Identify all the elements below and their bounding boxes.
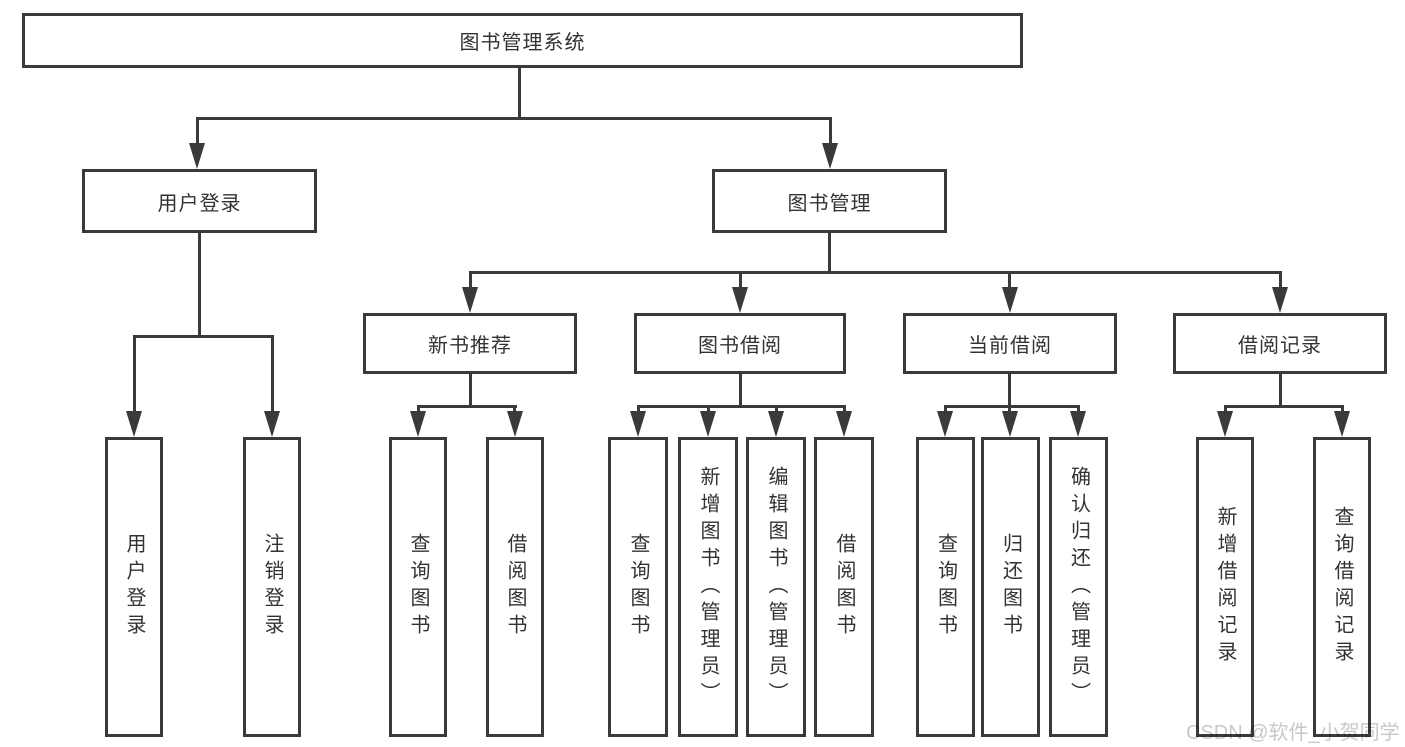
node-label: 当前借阅 — [968, 335, 1052, 357]
node-label: 图书管理 — [787, 192, 872, 215]
arrow-down-icon — [1272, 287, 1288, 313]
connector-line — [417, 405, 420, 413]
arrow-down-icon — [836, 411, 852, 437]
node-label: 查询图书 — [934, 533, 957, 641]
arrow-down-icon — [732, 287, 748, 313]
connector-line — [1279, 271, 1282, 289]
arrow-down-icon — [1217, 411, 1233, 437]
connector-line — [828, 233, 831, 273]
connector-line — [469, 271, 472, 289]
connector-line — [417, 405, 517, 408]
connector-line — [739, 271, 742, 289]
leaf-query-books-recommend: 查询图书 — [389, 437, 447, 737]
connector-line — [469, 373, 472, 407]
leaf-query-books-borrow: 查询图书 — [608, 437, 668, 737]
leaf-add-borrow-record: 新增借阅记录 — [1196, 437, 1254, 737]
node-label: 编辑图书（管理员） — [765, 465, 787, 709]
arrow-down-icon — [700, 411, 716, 437]
arrow-down-icon — [507, 411, 523, 437]
leaf-query-books-current: 查询图书 — [916, 437, 975, 737]
connector-line — [1224, 405, 1227, 413]
node-label: 用户登录 — [157, 192, 242, 215]
leaf-return-books: 归还图书 — [981, 437, 1040, 737]
leaf-query-borrow-record: 查询借阅记录 — [1313, 437, 1371, 737]
connector-line — [469, 271, 1281, 274]
leaf-user-login: 用户登录 — [105, 437, 163, 737]
connector-line — [637, 405, 846, 408]
connector-line — [707, 405, 710, 413]
node-label: 借阅图书 — [504, 533, 526, 641]
connector-line — [1008, 373, 1011, 407]
connector-line — [775, 405, 778, 413]
connector-line — [513, 405, 516, 413]
node-new-book-recommendation: 新书推荐 — [363, 313, 577, 374]
leaf-logout: 注销登录 — [243, 437, 301, 737]
connector-line — [843, 405, 846, 413]
node-label: 新增借阅记录 — [1214, 506, 1236, 668]
arrow-down-icon — [630, 411, 646, 437]
watermark-text: CSDN @软件_小贺同学 — [1186, 722, 1400, 744]
connector-line — [196, 117, 199, 145]
connector-line — [1077, 405, 1080, 413]
leaf-add-book-admin: 新增图书（管理员） — [678, 437, 738, 737]
node-borrowing-records: 借阅记录 — [1173, 313, 1387, 374]
connector-line — [739, 373, 742, 407]
connector-line — [133, 335, 136, 413]
connector-line — [133, 335, 274, 338]
arrow-down-icon — [1002, 411, 1018, 437]
connector-line — [944, 405, 947, 413]
leaf-confirm-return-admin: 确认归还（管理员） — [1049, 437, 1108, 737]
arrow-down-icon — [126, 411, 142, 437]
arrow-down-icon — [1334, 411, 1350, 437]
arrow-down-icon — [1002, 287, 1018, 313]
connector-line — [944, 405, 1080, 408]
connector-line — [1279, 373, 1282, 407]
node-book-management: 图书管理 — [712, 169, 947, 233]
node-label: 新书推荐 — [428, 335, 512, 357]
arrow-down-icon — [768, 411, 784, 437]
node-label: 借阅图书 — [833, 533, 855, 641]
arrow-down-icon — [189, 143, 205, 169]
connector-line — [198, 233, 201, 337]
node-label: 注销登录 — [261, 533, 283, 641]
connector-line — [518, 68, 521, 119]
leaf-borrow-books-recommend: 借阅图书 — [486, 437, 544, 737]
arrow-down-icon — [937, 411, 953, 437]
connector-line — [1224, 405, 1344, 408]
arrow-down-icon — [264, 411, 280, 437]
node-label: 确认归还（管理员） — [1067, 465, 1090, 709]
arrow-down-icon — [822, 143, 838, 169]
arrow-down-icon — [1070, 411, 1086, 437]
node-label: 用户登录 — [123, 533, 145, 641]
connector-line — [829, 117, 832, 145]
leaf-edit-book-admin: 编辑图书（管理员） — [746, 437, 806, 737]
node-label: 查询图书 — [627, 533, 649, 641]
node-label: 查询借阅记录 — [1331, 506, 1353, 668]
node-label: 图书管理系统 — [459, 32, 586, 54]
connector-line — [1008, 405, 1011, 413]
node-user-login: 用户登录 — [82, 169, 317, 233]
leaf-borrow-books: 借阅图书 — [814, 437, 874, 737]
node-label: 归还图书 — [999, 533, 1022, 641]
connector-line — [271, 335, 274, 413]
connector-line — [1008, 271, 1011, 289]
node-book-borrowing: 图书借阅 — [634, 313, 846, 374]
node-current-borrowing: 当前借阅 — [903, 313, 1117, 374]
node-label: 新增图书（管理员） — [697, 465, 719, 709]
arrow-down-icon — [462, 287, 478, 313]
arrow-down-icon — [410, 411, 426, 437]
connector-line — [196, 117, 832, 120]
node-label: 借阅记录 — [1238, 335, 1322, 357]
connector-line — [637, 405, 640, 413]
node-library-management-system: 图书管理系统 — [22, 13, 1023, 68]
connector-line — [1341, 405, 1344, 413]
node-label: 图书借阅 — [698, 335, 782, 357]
node-label: 查询图书 — [407, 533, 429, 641]
